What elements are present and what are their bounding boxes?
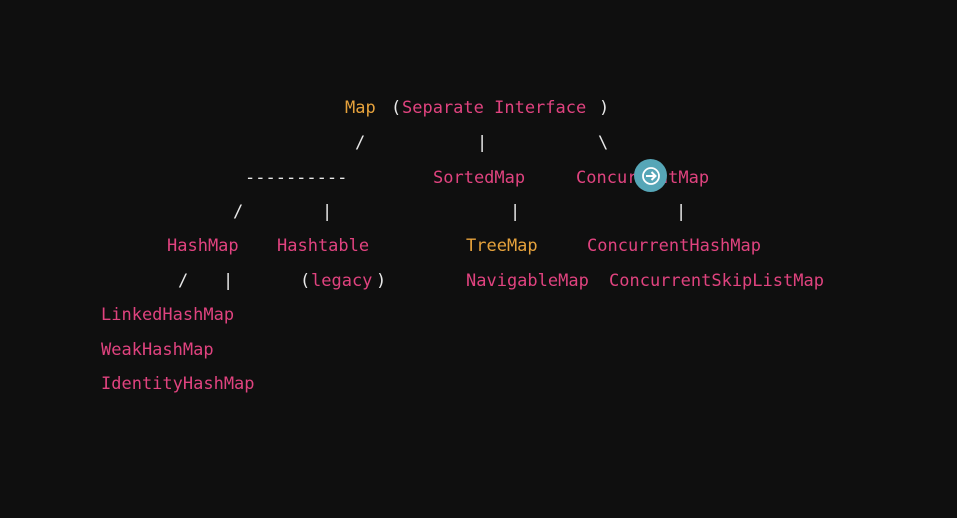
node-hashtable: Hashtable [277,236,370,256]
connector-hashtable-bar: | [322,202,333,222]
node-treemap: TreeMap [466,236,538,256]
pointer-cursor [634,159,667,192]
connector-root-left: / [355,133,366,153]
arrow-right-icon [641,166,660,185]
node-navigablemap: NavigableMap [466,271,589,291]
connector-lhm-slash: / [178,271,189,291]
connector-hashmap-slash: / [233,202,244,222]
node-linkedhashmap: LinkedHashMap [101,305,235,325]
root-close-paren: ) [599,98,610,118]
node-weakhashmap: WeakHashMap [101,340,214,360]
node-hashmap: HashMap [167,236,239,256]
root-open-paren: ( [391,98,402,118]
node-identityhashmap: IdentityHashMap [101,374,255,394]
connector-root-right: \ [598,133,609,153]
node-concurrentskiplistmap: ConcurrentSkipListMap [609,271,824,291]
connector-root-mid: | [477,133,488,153]
connector-lhm-bar: | [223,271,234,291]
node-concurrenthashmap: ConcurrentHashMap [587,236,761,256]
connector-dashes: ---------- [245,168,348,188]
root-label: Separate Interface [402,98,587,118]
connector-sorted-bar: | [510,202,521,222]
node-legacy: legacy [311,271,373,291]
legacy-close-paren: ) [376,271,387,291]
node-sortedmap: SortedMap [433,168,526,188]
connector-concurrent-bar: | [676,202,687,222]
legacy-open-paren: ( [300,271,311,291]
root-map: Map [345,98,376,118]
